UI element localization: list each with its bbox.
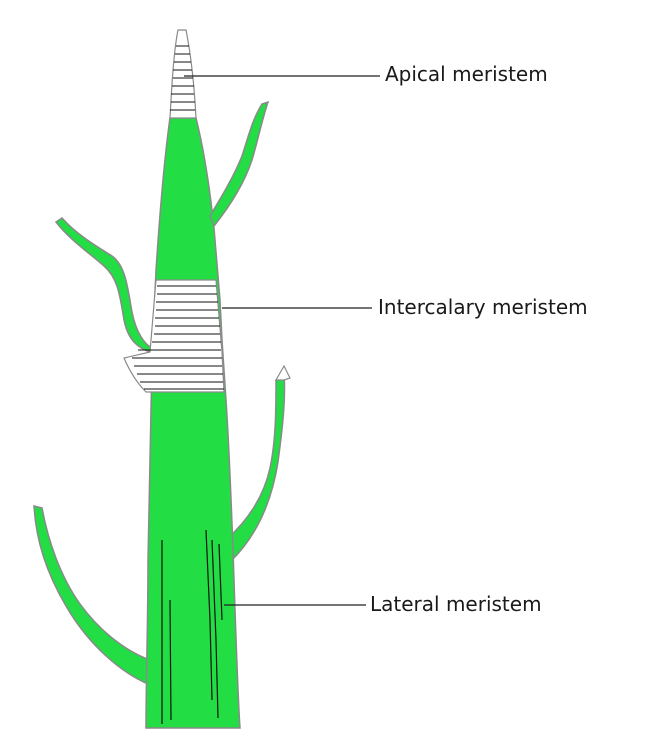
lateral-meristem-streaks xyxy=(161,529,223,724)
lateral-meristem-label: Lateral meristem xyxy=(370,592,542,616)
upper-right-leaf xyxy=(209,100,270,228)
intercalary-meristem-label: Intercalary meristem xyxy=(378,295,588,319)
apical-meristem-region xyxy=(169,29,197,119)
lower-right-leaf xyxy=(227,370,286,562)
intercalary-meristem-bands xyxy=(132,285,224,390)
main-stem xyxy=(145,117,241,729)
apical-meristem-label: Apical meristem xyxy=(385,62,548,86)
lower-right-leaf-tip xyxy=(274,364,291,381)
apical-meristem-bands xyxy=(170,45,195,111)
upper-left-leaf xyxy=(54,217,154,353)
lower-left-leaf xyxy=(33,505,151,686)
leader-lines xyxy=(184,75,380,606)
intercalary-meristem-region xyxy=(123,279,225,393)
